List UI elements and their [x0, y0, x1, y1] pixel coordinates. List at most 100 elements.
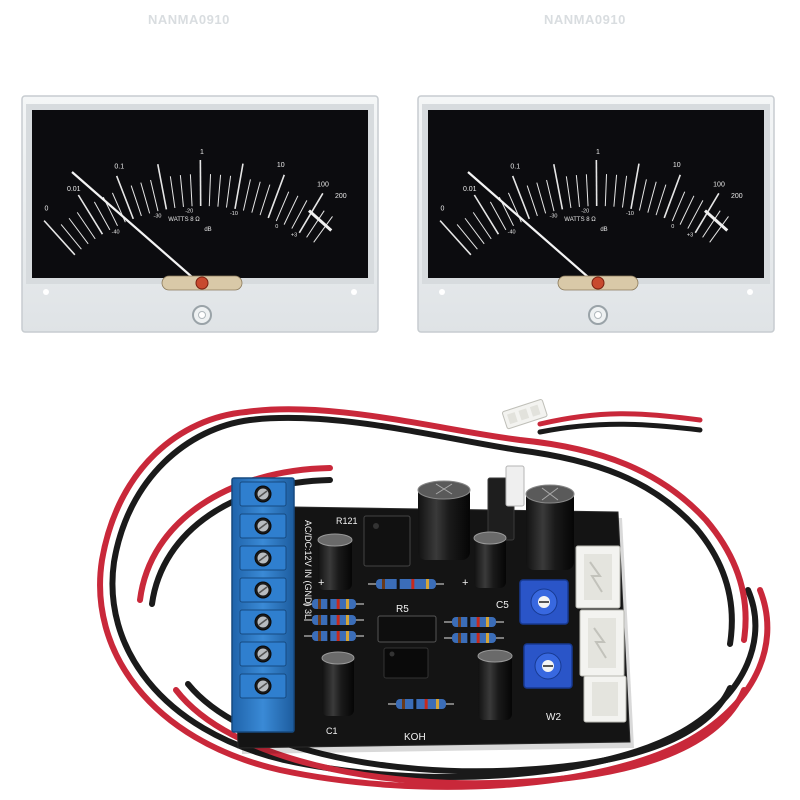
- watts-scale-label: 0.01: [67, 186, 81, 193]
- meter-mount-hole: [747, 289, 753, 295]
- resistor: [304, 631, 364, 641]
- db-scale-label: 0: [275, 224, 278, 230]
- wire-red: [537, 411, 703, 427]
- scale-tick: [291, 200, 308, 229]
- meter-mount-hole: [43, 289, 49, 295]
- scale-tick: [313, 216, 333, 243]
- scale-tick: [638, 179, 647, 211]
- watts-scale-label: 0: [44, 206, 48, 213]
- scale-tick: [565, 176, 572, 209]
- db-scale-label: -10: [230, 211, 238, 217]
- wire-red: [137, 465, 333, 603]
- scale-tick: [647, 181, 657, 213]
- silkscreen-w2: W2: [546, 712, 561, 723]
- meter-db-labels: -40-30-20-100+3: [508, 208, 693, 238]
- silkscreen-c5: C5: [496, 600, 509, 611]
- scale-tick: [709, 216, 729, 243]
- scale-tick: [93, 201, 111, 231]
- scale-tick: [630, 163, 640, 210]
- meter-needle: [467, 171, 597, 285]
- watts-scale-label: 100: [713, 181, 725, 188]
- meter-mount-hole: [439, 289, 445, 295]
- watts-scale-label: 10: [673, 162, 681, 169]
- scale-tick: [511, 175, 531, 220]
- terminal-screw: [239, 673, 287, 699]
- db-scale-label: -20: [581, 208, 589, 214]
- capacitor-small: [477, 649, 513, 720]
- resistor-group: [304, 579, 504, 709]
- terminal-screw: [239, 481, 287, 507]
- scale-tick: [621, 175, 628, 208]
- db-scale-label: -20: [185, 208, 193, 214]
- scale-tick: [169, 176, 176, 209]
- watermark-left: NANMA0910: [148, 12, 230, 27]
- db-scale-label: +3: [687, 233, 693, 239]
- watts-scale-label: 10: [277, 162, 285, 169]
- scale-tick: [43, 220, 76, 256]
- silkscreen-plus: +: [318, 577, 324, 589]
- scale-tick: [552, 164, 564, 210]
- terminal-block: [231, 477, 295, 733]
- ic-top: [363, 515, 411, 567]
- scale-tick: [150, 179, 159, 212]
- capacitor-large: [417, 480, 471, 560]
- resistor: [444, 617, 504, 627]
- resistor: [304, 599, 364, 609]
- wire-black: [247, 414, 735, 647]
- wire-red: [243, 406, 749, 643]
- scale-overload-mark: [308, 209, 333, 232]
- wire-plug-top: [502, 399, 548, 430]
- scale-tick: [546, 179, 555, 212]
- scale-tick: [275, 191, 290, 222]
- ic-main: [377, 615, 437, 679]
- scale-tick: [604, 174, 608, 207]
- watts-scale-label: 200: [335, 193, 347, 200]
- scale-tick: [76, 212, 96, 240]
- trimmer-potentiometer: [519, 579, 569, 625]
- scale-tick: [130, 185, 142, 217]
- resistor: [444, 633, 504, 643]
- silkscreen-bottom: KOH: [404, 732, 426, 743]
- terminal-screw: [239, 513, 287, 539]
- db-scale-label: -30: [550, 213, 558, 219]
- watermark-right: NANMA0910: [544, 12, 626, 27]
- scale-tick: [473, 194, 500, 235]
- scale-tick: [60, 224, 82, 250]
- watts-scale-label: 1: [200, 149, 204, 156]
- scale-tick: [77, 194, 104, 235]
- db-scale-label: -10: [626, 211, 634, 217]
- watts-scale-label: 200: [731, 193, 743, 200]
- scale-tick: [115, 175, 135, 220]
- driver-board: AC/DC:12V IN (GND) 3L: [231, 465, 634, 754]
- meter-pivot-screw: [195, 276, 209, 290]
- meter-scale: [43, 160, 333, 256]
- silkscreen-r5: R5: [396, 604, 409, 615]
- meter-mount-hole: [351, 289, 357, 295]
- scale-overload-mark: [704, 209, 729, 232]
- scale-tick: [251, 181, 261, 213]
- meter-center-label: WATTS 8 Ω: [564, 217, 596, 223]
- scale-tick: [679, 195, 695, 225]
- jst-connector: [583, 675, 627, 723]
- wire-black: [149, 477, 333, 607]
- resistor: [388, 699, 454, 709]
- capacitor-small: [473, 531, 507, 588]
- db-scale-label: -40: [508, 230, 516, 236]
- trimmer-potentiometer: [523, 643, 573, 689]
- scale-tick: [217, 174, 222, 207]
- db-scale-label: -40: [112, 230, 120, 236]
- scale-tick: [306, 210, 325, 238]
- silkscreen-r121: R121: [336, 516, 358, 526]
- watts-scale-label: 100: [317, 181, 329, 188]
- watts-scale-label: 1: [596, 149, 600, 156]
- meter-adjust-screw-center: [594, 311, 602, 319]
- meter-adjust-screw-center: [198, 311, 206, 319]
- resistor: [368, 579, 444, 589]
- scale-tick: [536, 182, 547, 214]
- jst-connector: [575, 545, 621, 609]
- silkscreen-terminal-label: AC/DC:12V IN (GND) 3L: [303, 520, 313, 619]
- scale-tick: [234, 163, 244, 210]
